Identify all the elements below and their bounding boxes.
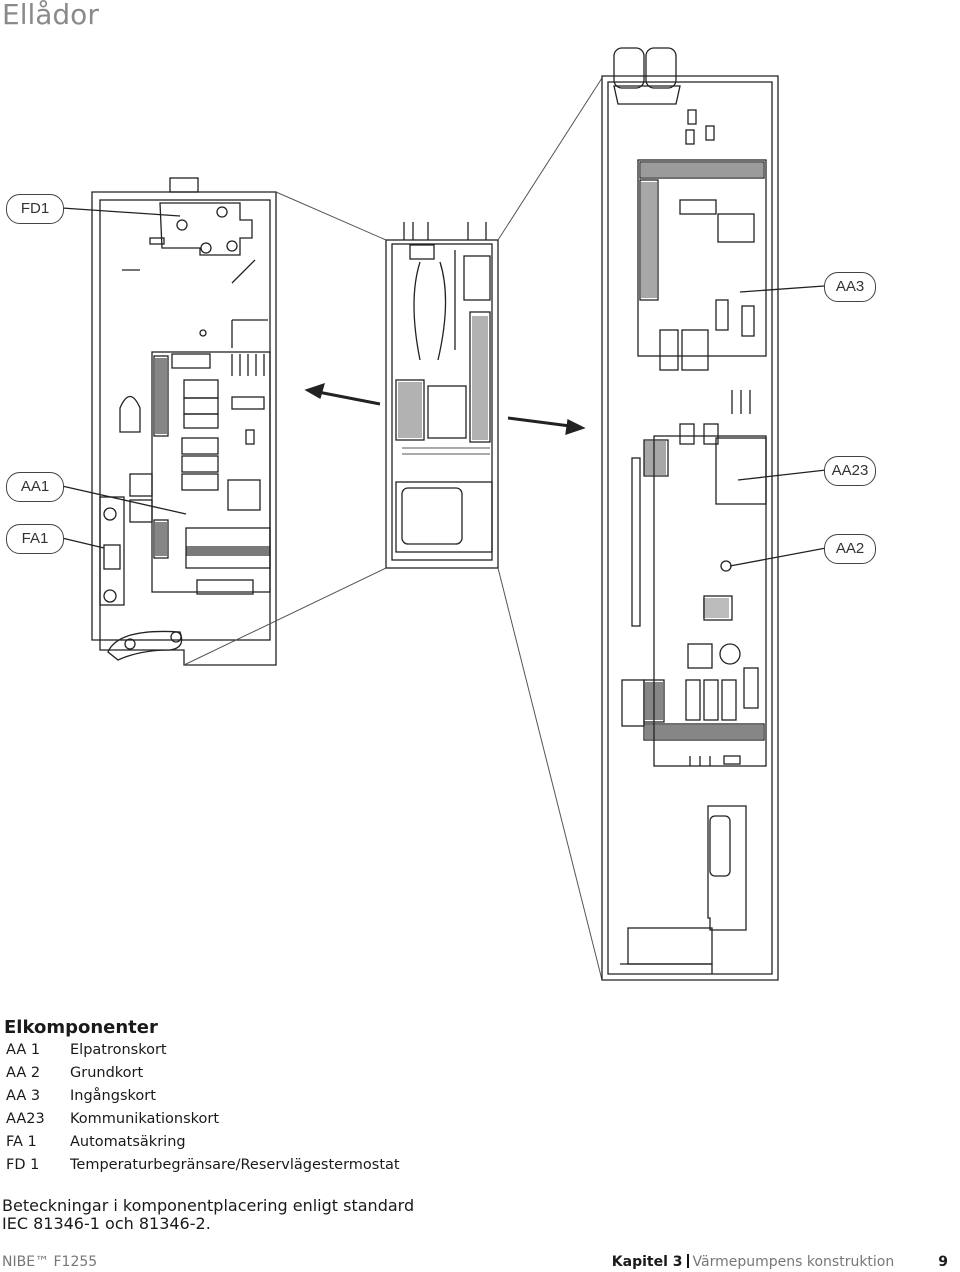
- heat-pump-overview: [385, 222, 499, 569]
- legend-code: AA 1: [6, 1042, 41, 1058]
- page-title: Ellådor: [2, 0, 99, 31]
- legend-code: AA 3: [6, 1088, 41, 1104]
- footer-chapter: Kapitel 3 Värmepumpens konstruktion 9: [612, 1254, 948, 1270]
- footer-brand: NIBE™ F1255: [2, 1254, 98, 1270]
- chapter-label: Kapitel 3: [611, 1254, 683, 1270]
- arrow-right: [507, 416, 571, 428]
- legend-item: AA 1 Elpatronskort: [4, 1042, 400, 1065]
- callout-fa1: FA1: [6, 524, 64, 554]
- legend-desc: Ingångskort: [70, 1088, 156, 1104]
- leader-lines: [61, 207, 827, 567]
- legend-code: AA 2: [6, 1065, 41, 1081]
- board-aa3: [637, 159, 767, 357]
- legend-item: AA 3 Ingångskort: [4, 1088, 400, 1111]
- legend-desc: Kommunikationskort: [70, 1111, 220, 1127]
- page-number: 9: [938, 1254, 948, 1270]
- legend-desc: Grundkort: [70, 1065, 144, 1081]
- legend-code: FA 1: [6, 1134, 37, 1150]
- legend-item: FD 1 Temperaturbegränsare/Reservlägesterm…: [4, 1157, 400, 1180]
- chapter-title: Värmepumpens konstruktion: [692, 1254, 895, 1270]
- board-aa23: [715, 437, 767, 505]
- legend-code: AA23: [6, 1111, 45, 1127]
- legend-code: FD 1: [6, 1157, 40, 1173]
- board-aa1: [151, 351, 271, 593]
- callout-aa1: AA1: [6, 472, 64, 502]
- legend-title: Elkomponenter: [4, 1017, 158, 1038]
- callout-aa3: AA3: [824, 272, 876, 302]
- legend-desc: Automatsäkring: [70, 1134, 186, 1150]
- legend-item: AA23 Kommunikationskort: [4, 1111, 400, 1134]
- callout-aa23: AA23: [824, 456, 876, 486]
- standard-note: Beteckningar i komponentplacering enligt…: [2, 1197, 414, 1233]
- legend-item: AA 2 Grundkort: [4, 1065, 400, 1088]
- right-electrical-box: [601, 47, 779, 981]
- legend-list: AA 1 Elpatronskort AA 2 Grundkort AA 3 Ingå…: [4, 1042, 400, 1180]
- thermostat-fd1: [159, 202, 253, 256]
- callout-aa2: AA2: [824, 534, 876, 564]
- chapter-separator: [686, 1254, 689, 1268]
- left-electrical-box: [91, 177, 277, 666]
- note-line-1: Beteckningar i komponentplacering enligt…: [2, 1196, 415, 1215]
- arrow-left: [317, 390, 381, 406]
- legend-item: FA 1 Automatsäkring: [4, 1134, 400, 1157]
- legend-desc: Temperaturbegränsare/Reservlägestermosta…: [70, 1157, 400, 1173]
- note-line-2: IEC 81346-1 och 81346-2.: [2, 1214, 211, 1233]
- callout-fd1: FD1: [6, 194, 64, 224]
- legend-desc: Elpatronskort: [70, 1042, 167, 1058]
